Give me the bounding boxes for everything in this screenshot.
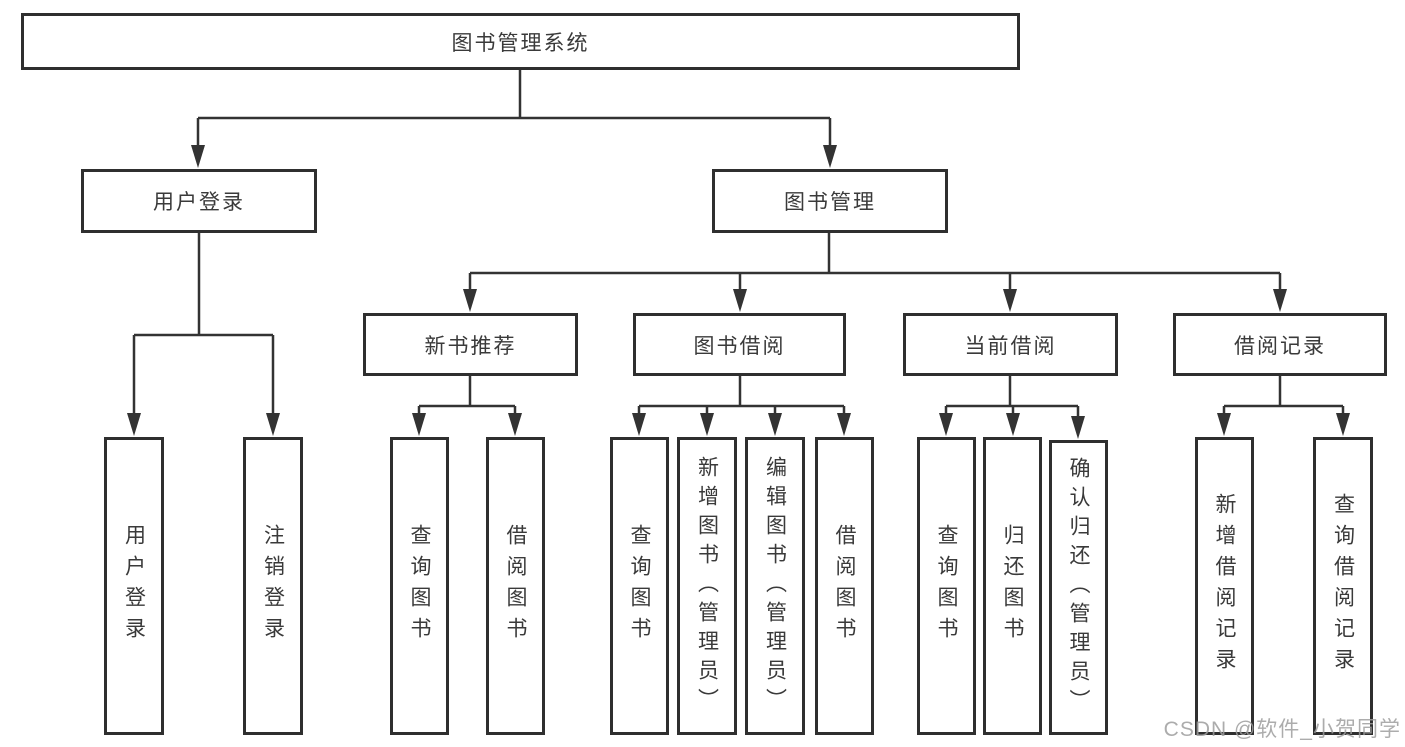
leaf-label: 查询图书: [408, 524, 431, 648]
leaf-borrow-books-borrowing: 借阅图书: [815, 437, 874, 735]
leaf-label: 确认归还（管理员）: [1067, 457, 1090, 718]
leaf-return-books: 归还图书: [983, 437, 1042, 735]
leaf-query-books-borrowing: 查询图书: [610, 437, 669, 735]
arrowhead-icon: [1071, 416, 1085, 439]
arrowhead-icon: [1273, 289, 1287, 312]
arrowhead-icon: [700, 413, 714, 436]
leaf-query-books-recommend: 查询图书: [390, 437, 449, 735]
leaf-label: 查询借阅记录: [1331, 493, 1355, 679]
arrowhead-icon: [127, 413, 141, 436]
node-book-borrowing: 图书借阅: [633, 313, 846, 376]
node-label: 用户登录: [153, 191, 245, 214]
arrowhead-icon: [837, 413, 851, 436]
node-label: 图书管理: [784, 191, 876, 214]
csdn-watermark: CSDN @软件_小贺同学: [1163, 718, 1401, 741]
leaf-label: 归还图书: [1001, 524, 1024, 648]
node-label: 当前借阅: [964, 334, 1057, 358]
node-current-borrowing: 当前借阅: [903, 313, 1118, 376]
leaf-query-books-current: 查询图书: [917, 437, 976, 735]
arrowhead-icon: [508, 413, 522, 436]
leaf-confirm-return-admin: 确认归还（管理员）: [1049, 440, 1108, 735]
node-new-book-recommendation: 新书推荐: [363, 313, 578, 376]
node-library-management-system: 图书管理系统: [21, 13, 1020, 70]
leaf-label: 查询图书: [628, 524, 651, 648]
leaf-label: 查询图书: [935, 524, 958, 648]
node-label: 借阅记录: [1234, 334, 1326, 358]
arrowhead-icon: [1217, 413, 1231, 436]
arrowhead-icon: [412, 413, 426, 436]
node-book-management: 图书管理: [712, 169, 948, 233]
leaf-add-book-admin: 新增图书（管理员）: [677, 437, 737, 735]
leaf-label: 用户登录: [122, 524, 146, 648]
arrowhead-icon: [1006, 413, 1020, 436]
leaf-label: 借阅图书: [504, 524, 527, 648]
node-label: 图书管理系统: [451, 31, 590, 55]
arrowhead-icon: [768, 413, 782, 436]
leaf-label: 编辑图书（管理员）: [763, 455, 787, 717]
arrowhead-icon: [1003, 289, 1017, 312]
leaf-label: 新增图书（管理员）: [695, 455, 719, 717]
arrowhead-icon: [266, 413, 280, 436]
leaf-edit-book-admin: 编辑图书（管理员）: [745, 437, 805, 735]
leaf-query-borrow-record: 查询借阅记录: [1313, 437, 1373, 735]
node-borrowing-records: 借阅记录: [1173, 313, 1387, 376]
arrowhead-icon: [1336, 413, 1350, 436]
node-user-login: 用户登录: [81, 169, 317, 233]
arrowhead-icon: [733, 289, 747, 312]
leaf-borrow-books-recommend: 借阅图书: [486, 437, 545, 735]
arrowhead-icon: [463, 289, 477, 312]
leaf-label: 新增借阅记录: [1213, 493, 1236, 679]
arrowhead-icon: [939, 413, 953, 436]
arrowhead-icon: [191, 145, 205, 168]
leaf-user-login: 用户登录: [104, 437, 164, 735]
node-label: 图书借阅: [693, 334, 786, 358]
node-label: 新书推荐: [424, 334, 517, 358]
arrowhead-icon: [823, 145, 837, 168]
leaf-logout: 注销登录: [243, 437, 303, 735]
leaf-add-borrow-record: 新增借阅记录: [1195, 437, 1254, 735]
arrowhead-icon: [632, 413, 646, 436]
leaf-label: 借阅图书: [833, 524, 856, 648]
leaf-label: 注销登录: [261, 524, 285, 648]
